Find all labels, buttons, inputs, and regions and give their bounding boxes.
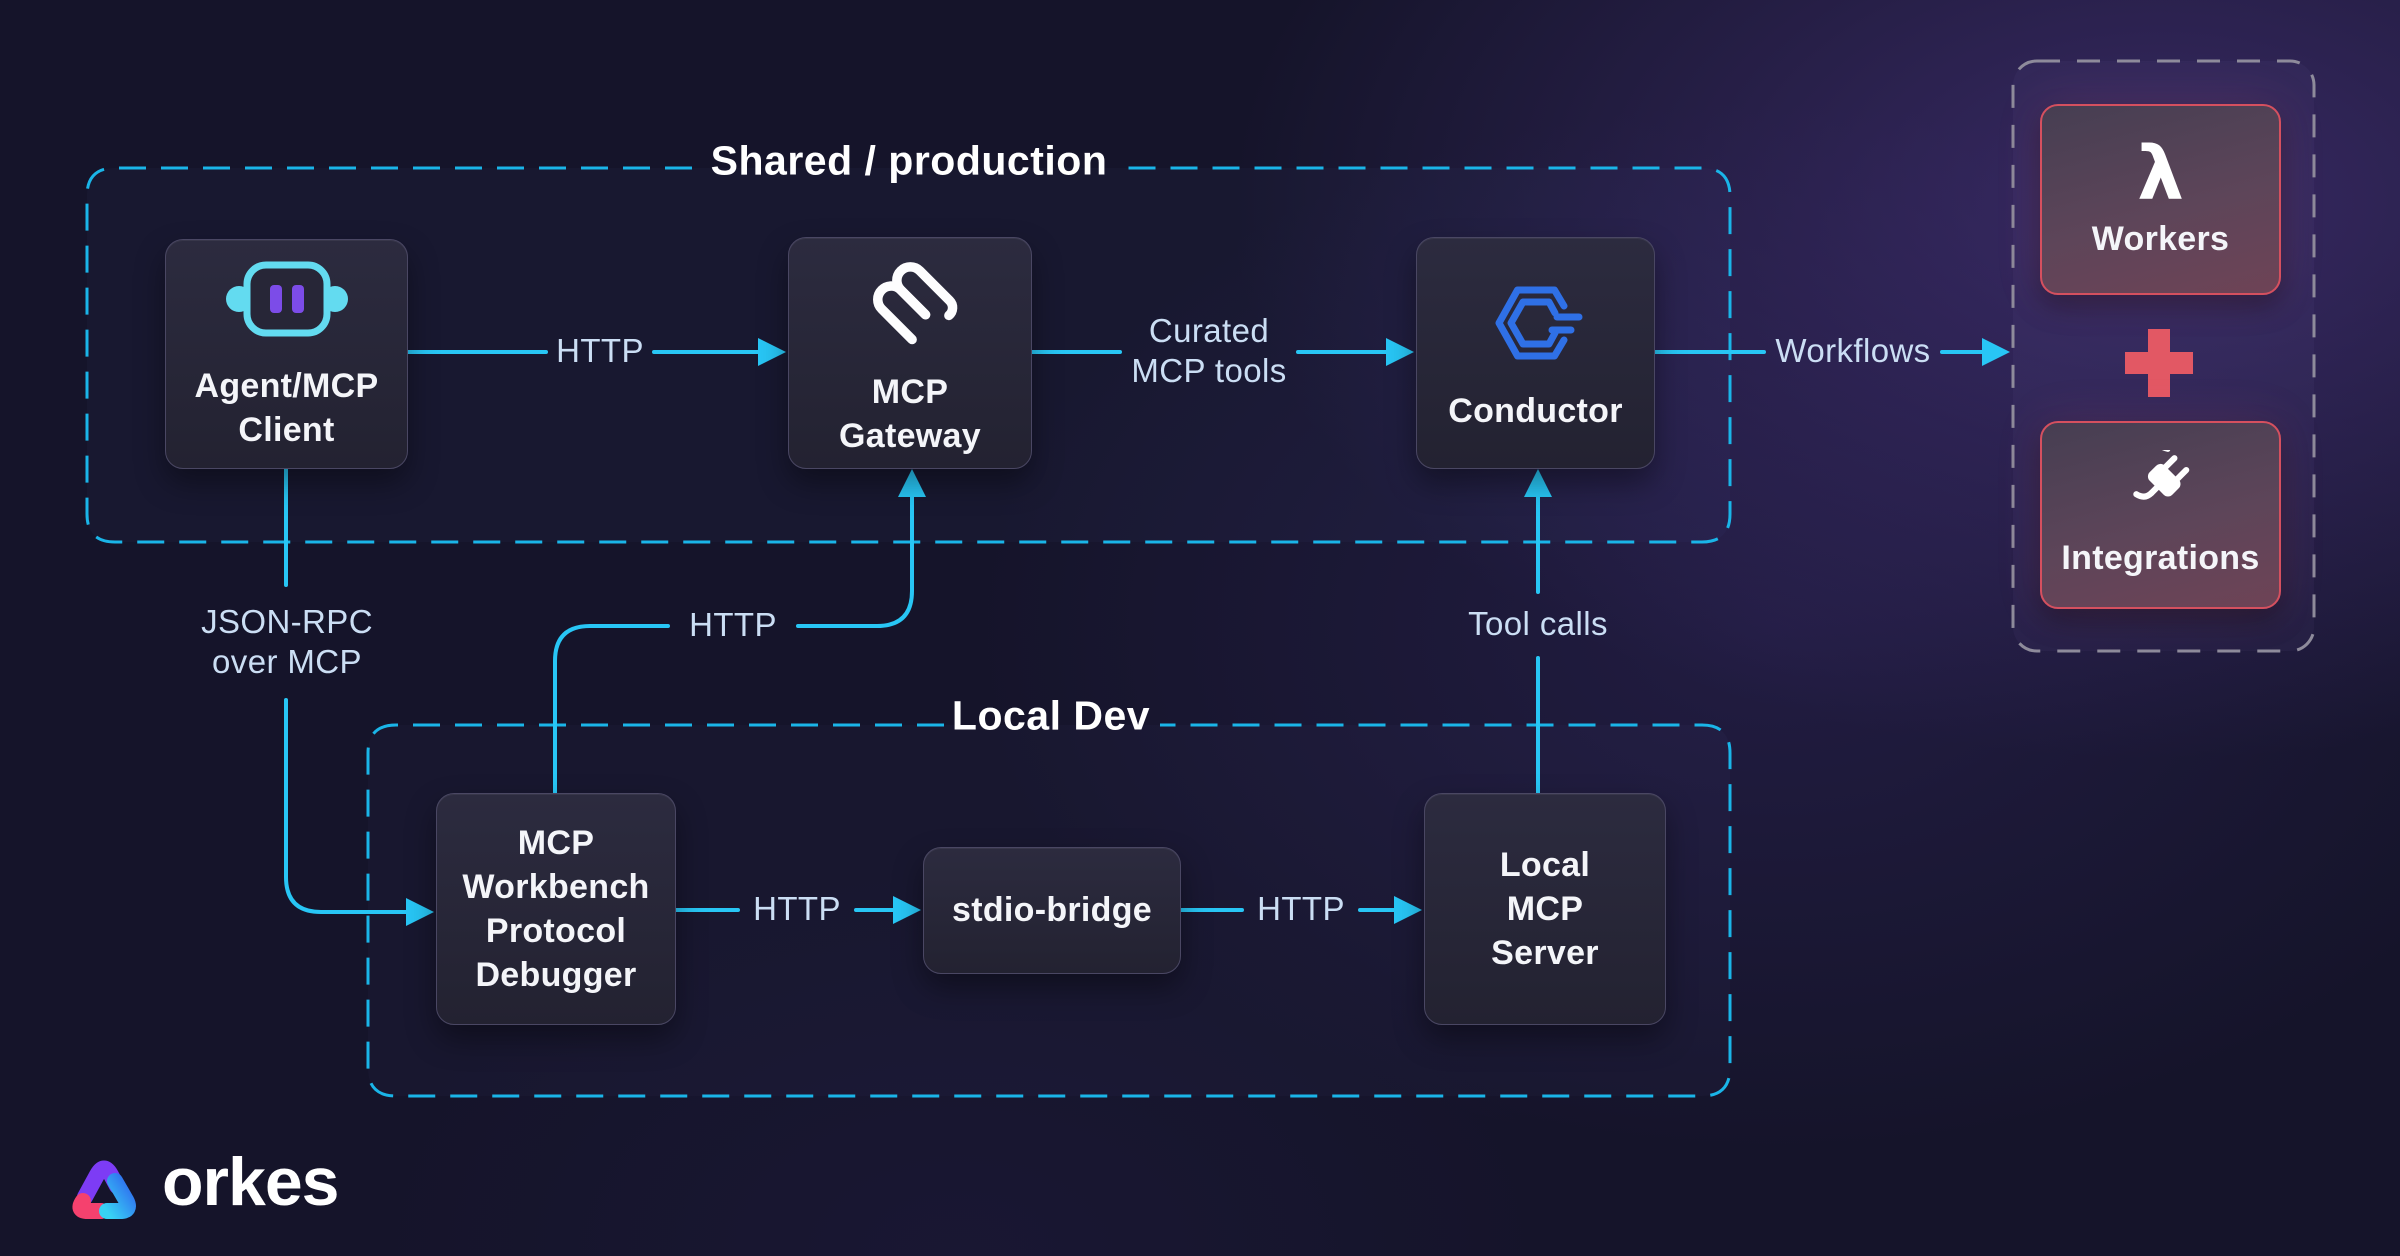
edge-label-curated-mcp-tools: Curated MCP tools [1131,311,1287,389]
node-agent-mcp-client: Agent/MCP Client [165,239,408,469]
orkes-logo-text: orkes [162,1144,339,1220]
node-mcp-workbench-debugger: MCP Workbench Protocol Debugger [436,793,676,1025]
node-label-workbench: MCP Workbench Protocol Debugger [462,823,650,995]
node-workers: λ Workers [2040,104,2281,295]
plug-icon [2132,449,2189,500]
node-label-integrations: Integrations [2061,538,2260,577]
lambda-icon: λ [2137,131,2184,218]
node-mcp-gateway: MCP Gateway [788,237,1032,469]
mcp-squiggle-icon [873,262,958,345]
edge-label-workflows: Workflows [1775,331,1931,369]
edge-label-jsonrpc-over-mcp: JSON-RPC over MCP [201,602,373,680]
plus-icon [2121,325,2197,406]
robot-icon [225,261,348,337]
node-local-mcp-server: Local MCP Server [1424,793,1666,1025]
node-label-stdio-bridge: stdio-bridge [951,891,1153,930]
node-label-workers: Workers [2091,220,2230,259]
orkes-logo: orkes [64,1144,339,1224]
edge-label-http-stdio-localmcp: HTTP [1257,889,1345,927]
edge-label-http-workbench-stdio: HTTP [753,889,841,927]
local-dev-title: Local Dev [951,692,1151,739]
shared-production-group-border [85,166,1732,544]
local-dev-group-border [366,723,1732,1098]
node-conductor: Conductor [1416,237,1655,469]
orkes-logo-icon [72,1160,136,1219]
node-label-gateway: MCP Gateway [839,372,981,455]
edge-label-tool-calls: Tool calls [1468,604,1608,642]
shared-production-title: Shared / production [710,137,1108,184]
node-integrations: Integrations [2040,421,2281,609]
conductor-hexagon-icon [1495,286,1582,360]
node-label-conductor: Conductor [1448,391,1623,430]
edge-label-http-agent-gateway: HTTP [556,331,644,369]
node-label-agent: Agent/MCP Client [194,366,379,449]
edge-label-http-workbench-gateway: HTTP [689,605,777,643]
arrowheads [406,338,2010,926]
node-stdio-bridge: stdio-bridge [923,847,1181,974]
node-label-local-mcp-server: Local MCP Server [1491,845,1599,973]
